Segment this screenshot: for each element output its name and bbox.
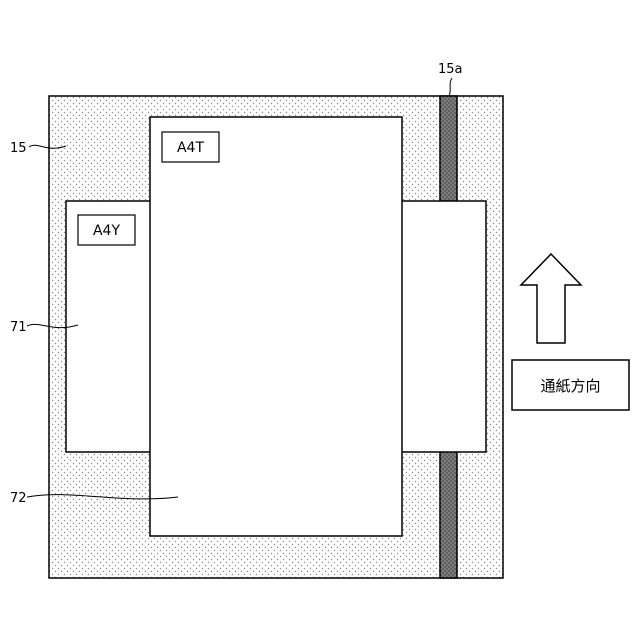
leader-strip bbox=[449, 78, 452, 96]
label-strip: 15a bbox=[438, 62, 463, 77]
label-sheet-portrait: 72 bbox=[10, 491, 27, 506]
sheet-landscape-label: A4Y bbox=[93, 223, 120, 239]
arrow-up-icon bbox=[521, 254, 581, 343]
direction-label: 通紙方向 bbox=[540, 377, 600, 395]
sheet-portrait-label: A4T bbox=[177, 140, 204, 156]
label-plate: 15 bbox=[10, 141, 27, 156]
sheet-portrait bbox=[150, 117, 402, 536]
label-sheet-landscape: 71 bbox=[10, 320, 27, 335]
